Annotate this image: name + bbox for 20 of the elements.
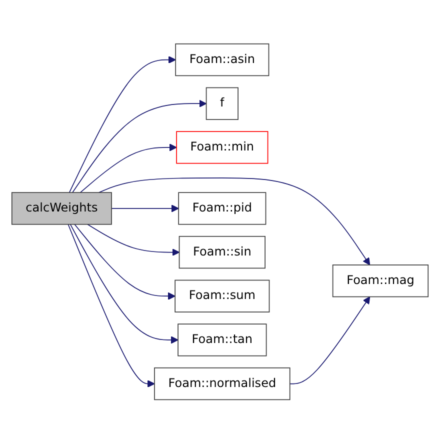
node-box: Foam::min	[176, 130, 268, 164]
node-box: Foam::asin	[175, 43, 270, 76]
node-box: Foam::pid	[178, 192, 266, 224]
arrow	[98, 177, 370, 266]
arrow	[74, 224, 176, 300]
node-box: f	[206, 87, 238, 120]
node-box: calcWeights	[11, 192, 112, 224]
arrow	[72, 100, 207, 193]
node-box: Foam::sin	[178, 236, 266, 268]
arrow	[111, 204, 179, 212]
arrow	[68, 224, 155, 388]
arrow	[289, 296, 370, 384]
arrow	[70, 224, 178, 344]
node-box: Foam::tan	[178, 323, 267, 356]
arrow	[80, 143, 177, 193]
node-box: Foam::sum	[174, 280, 270, 312]
node-box: Foam::mag	[332, 264, 429, 297]
arrow	[68, 56, 176, 193]
node-box: Foam::normalised	[154, 367, 290, 400]
arrow	[87, 224, 180, 256]
